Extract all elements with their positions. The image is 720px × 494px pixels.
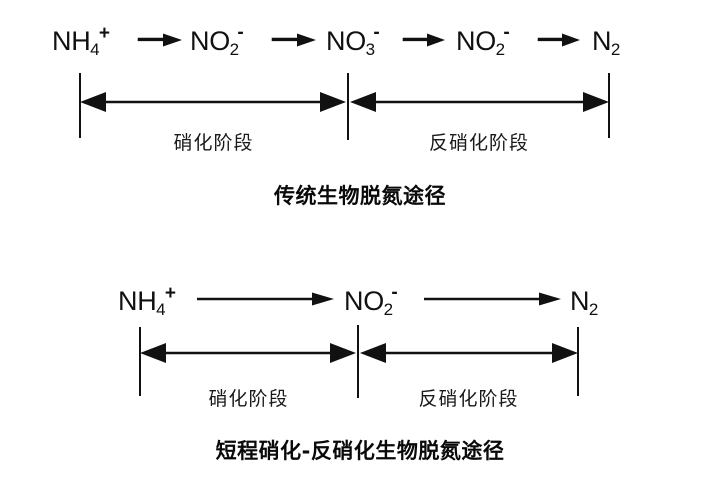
nitrification-span-arrow-icon [80, 91, 346, 113]
species-charge-plus: + [164, 282, 176, 304]
stage-tick-right [577, 327, 579, 396]
panel-conventional-pathway: NH4+ NO2- NO3- [0, 0, 720, 240]
species-charge-minus: - [391, 281, 398, 303]
species-charge-minus: - [237, 21, 244, 43]
species-subscript: 2 [383, 299, 393, 319]
pathway-formula-row-conventional: NH4+ NO2- NO3- [0, 18, 720, 64]
denitrification-span-arrow-icon [350, 91, 609, 113]
species-subscript: 4 [90, 39, 100, 59]
stage-tick-right [608, 73, 610, 138]
species-dinitrogen: N2 [592, 25, 621, 59]
reaction-arrow-2-icon [424, 292, 562, 306]
nitrification-span-arrow-icon [140, 342, 356, 364]
stage-label-nitrification: 硝化阶段 [173, 132, 254, 154]
stage-tick-middle [347, 73, 349, 140]
stage-label-nitrification: 硝化阶段 [208, 388, 289, 410]
stage-tick-left [79, 73, 81, 138]
denitrification-span-arrow-icon [360, 342, 578, 364]
stage-tick-middle [357, 325, 359, 398]
reaction-arrow-4-icon [537, 33, 581, 47]
species-ammonium: NH4+ [118, 282, 176, 319]
species-subscript: 3 [365, 39, 375, 59]
reaction-arrow-3-icon [402, 33, 446, 47]
stage-label-denitrification: 反硝化阶段 [418, 388, 519, 410]
species-nitrite-1: NO2- [190, 21, 244, 59]
reaction-arrow-1-icon [197, 292, 335, 306]
species-subscript: 2 [495, 39, 505, 59]
species-subscript: 2 [588, 299, 599, 319]
panel-caption-shortcut: 短程硝化-反硝化生物脱氮途径 [215, 439, 505, 463]
species-dinitrogen: N2 [570, 285, 599, 319]
species-charge-minus: - [373, 21, 380, 43]
stage-tick-left [139, 327, 141, 396]
reaction-arrow-2-icon [271, 33, 317, 47]
species-nitrite: NO2- [344, 281, 398, 319]
species-subscript: 2 [229, 39, 239, 59]
stage-label-denitrification: 反硝化阶段 [428, 132, 529, 154]
species-nitrite-2: NO2- [456, 21, 510, 59]
reaction-arrow-1-icon [137, 33, 183, 47]
species-charge-plus: + [98, 22, 110, 44]
species-nitrate: NO3- [326, 21, 380, 59]
species-ammonium: NH4+ [52, 22, 110, 59]
panel-caption-conventional: 传统生物脱氮途径 [274, 184, 446, 208]
species-subscript: 4 [156, 299, 166, 319]
panel-shortcut-pathway: NH4+ NO2- N2 [0, 250, 720, 494]
pathway-formula-row-shortcut: NH4+ NO2- N2 [0, 278, 720, 324]
species-charge-minus: - [503, 21, 510, 43]
species-subscript: 2 [610, 39, 621, 59]
